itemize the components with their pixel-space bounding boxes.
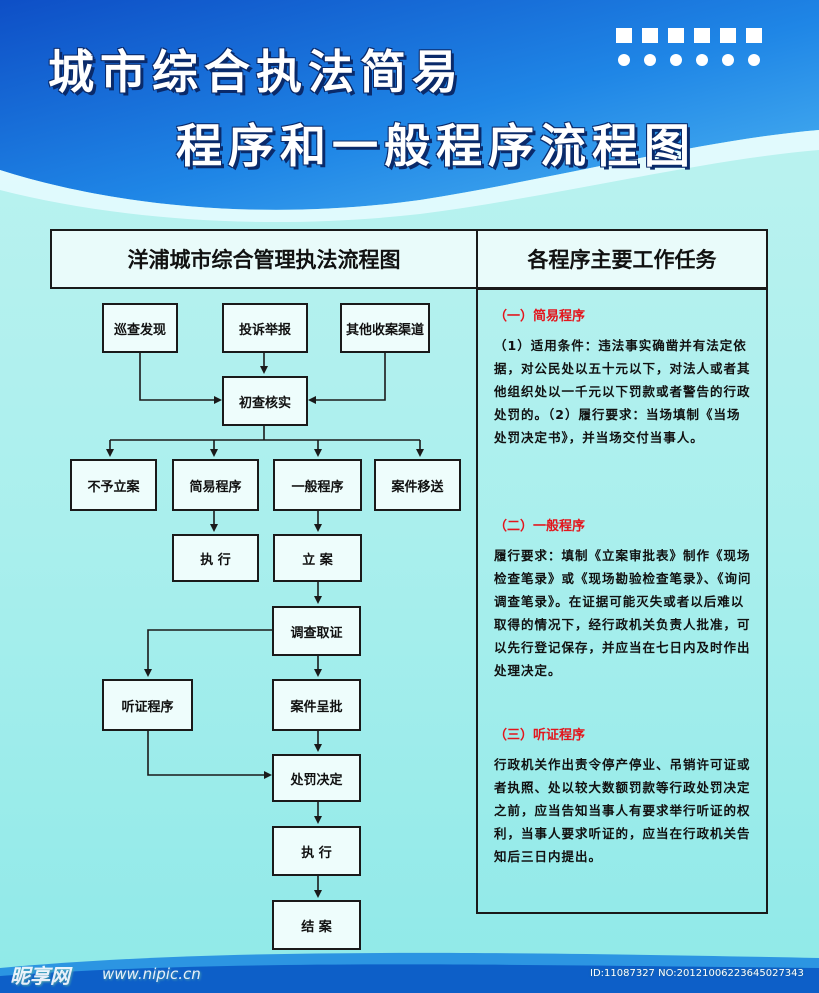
flow-node-hearing: 听证程序: [102, 679, 193, 731]
flow-node-close-case: 结 案: [272, 900, 361, 950]
tasks-header: 各程序主要工作任务: [476, 229, 768, 289]
flow-node-no-case: 不予立案: [70, 459, 157, 511]
flow-node-execute-simple: 执 行: [172, 534, 259, 582]
flow-node-file-case: 立 案: [273, 534, 362, 582]
flow-node-execute-general: 执 行: [272, 826, 361, 876]
watermark-logo: 昵享网: [10, 964, 70, 988]
section-body-hearing: 行政机关作出责令停产停业、吊销许可证或者执照、处以较大数额罚款等行政处罚决定之前…: [494, 757, 751, 864]
image-id-text: ID:11087327 NO:20121006223645027343: [590, 968, 804, 979]
page-title-line-2: 程序和一般程序流程图: [176, 119, 696, 173]
tasks-panel: [476, 288, 768, 914]
watermark-url: www.nipic.cn: [102, 965, 201, 983]
flow-node-submit-approval: 案件呈批: [272, 679, 361, 731]
flow-node-other-channels: 其他收案渠道: [340, 303, 430, 353]
section-title-general: （二）一般程序: [494, 519, 586, 534]
flow-node-initial-check: 初查核实: [222, 376, 308, 426]
flow-node-patrol: 巡查发现: [102, 303, 178, 353]
footer-wave: [0, 952, 819, 993]
flow-node-simple-procedure: 简易程序: [172, 459, 259, 511]
flow-node-case-transfer: 案件移送: [374, 459, 461, 511]
section-title-hearing: （三）听证程序: [494, 728, 586, 743]
section-body-simple: （1）适用条件：违法事实确凿并有法定依据，对公民处以五十元以下，对法人或者其他组…: [494, 338, 751, 445]
flow-node-general-procedure: 一般程序: [273, 459, 362, 511]
page-title-line-1: 城市综合执法简易: [48, 45, 464, 99]
flow-node-complaint: 投诉举报: [222, 303, 308, 353]
flow-node-investigate: 调查取证: [272, 606, 361, 656]
flow-node-penalty-decision: 处罚决定: [272, 754, 361, 802]
flowchart-header: 洋浦城市综合管理执法流程图: [50, 229, 478, 289]
header-background: [0, 0, 819, 223]
section-title-simple: （一）简易程序: [494, 309, 586, 324]
section-body-general: 履行要求：填制《立案审批表》制作《现场检查笔录》或《现场勘验检查笔录》、《询问调…: [494, 548, 752, 678]
decorative-squares-dots: [612, 28, 772, 70]
